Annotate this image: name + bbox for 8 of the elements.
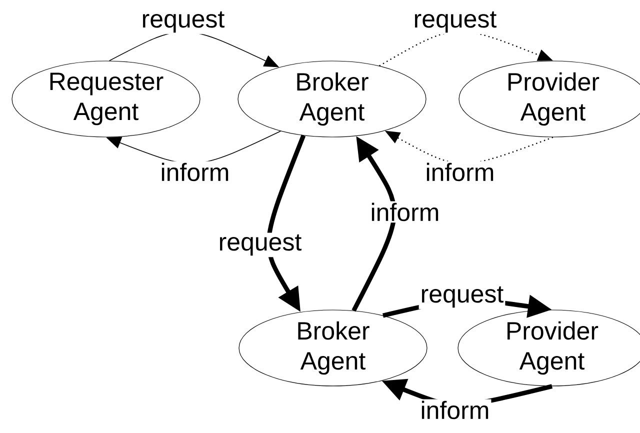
edge-label: inform	[418, 399, 492, 421]
edge-label: inform	[424, 161, 496, 183]
edge-label: inform	[368, 201, 442, 223]
edge-label: request	[140, 10, 226, 34]
edge-label: inform	[158, 161, 232, 183]
edge-label: request	[418, 284, 506, 310]
edge-label: request	[412, 10, 498, 34]
edge-label: request	[216, 232, 304, 258]
